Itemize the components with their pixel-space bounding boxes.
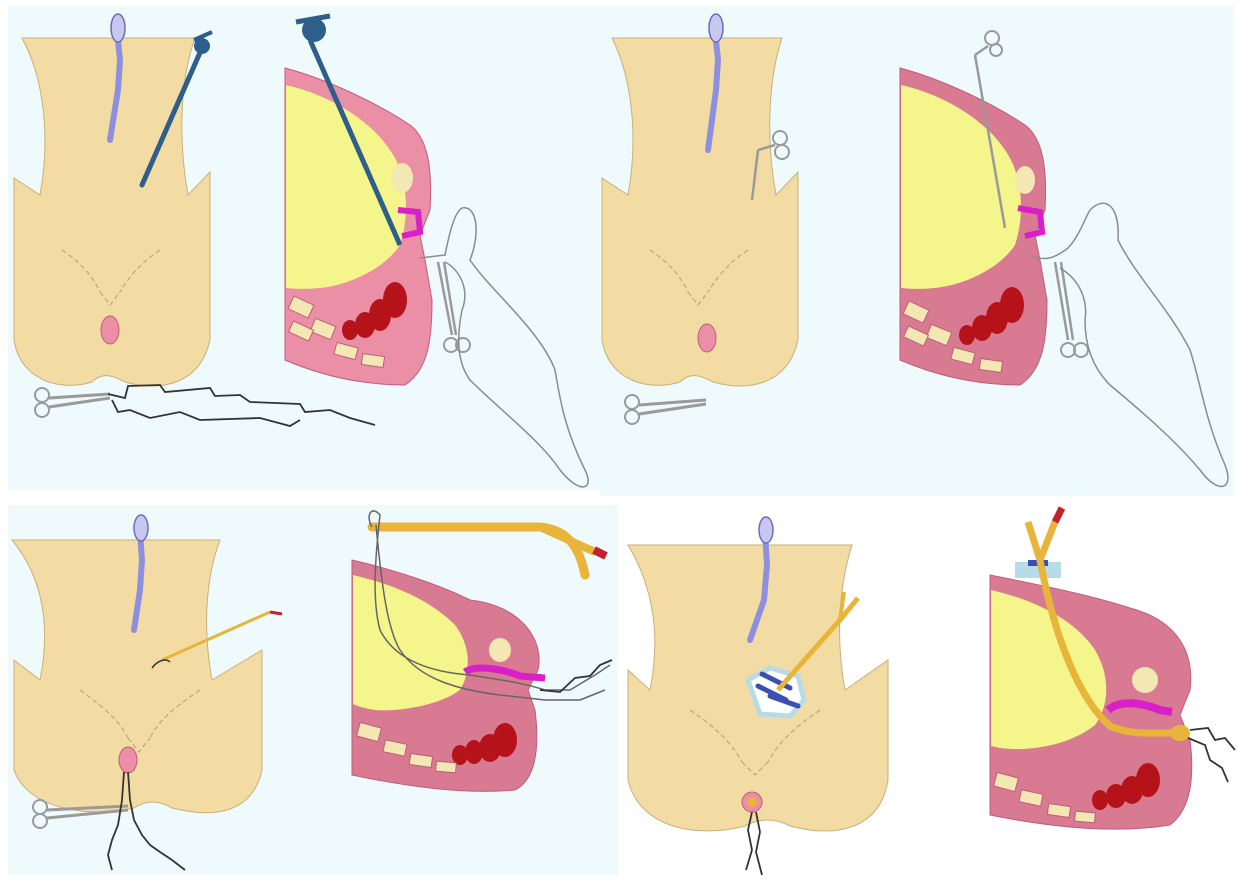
foley-balloon (1170, 725, 1190, 741)
umbilical-port-icon (709, 14, 723, 42)
foley-tip (270, 612, 282, 614)
perineum-ring (698, 324, 716, 352)
stabilizing-plate (748, 668, 804, 716)
pubic-bone (1132, 667, 1158, 693)
foley-balloon (747, 797, 757, 807)
pubic-bone (391, 163, 413, 193)
umbilical-port-icon (759, 517, 773, 543)
umbilical-port-icon (134, 515, 148, 541)
foley-tip (594, 550, 606, 556)
pubic-bone (489, 638, 511, 662)
pubic-bone (1015, 166, 1035, 194)
perineum-ring (119, 747, 137, 773)
umbilical-port-icon (111, 14, 125, 42)
perineum-ring (101, 316, 119, 344)
